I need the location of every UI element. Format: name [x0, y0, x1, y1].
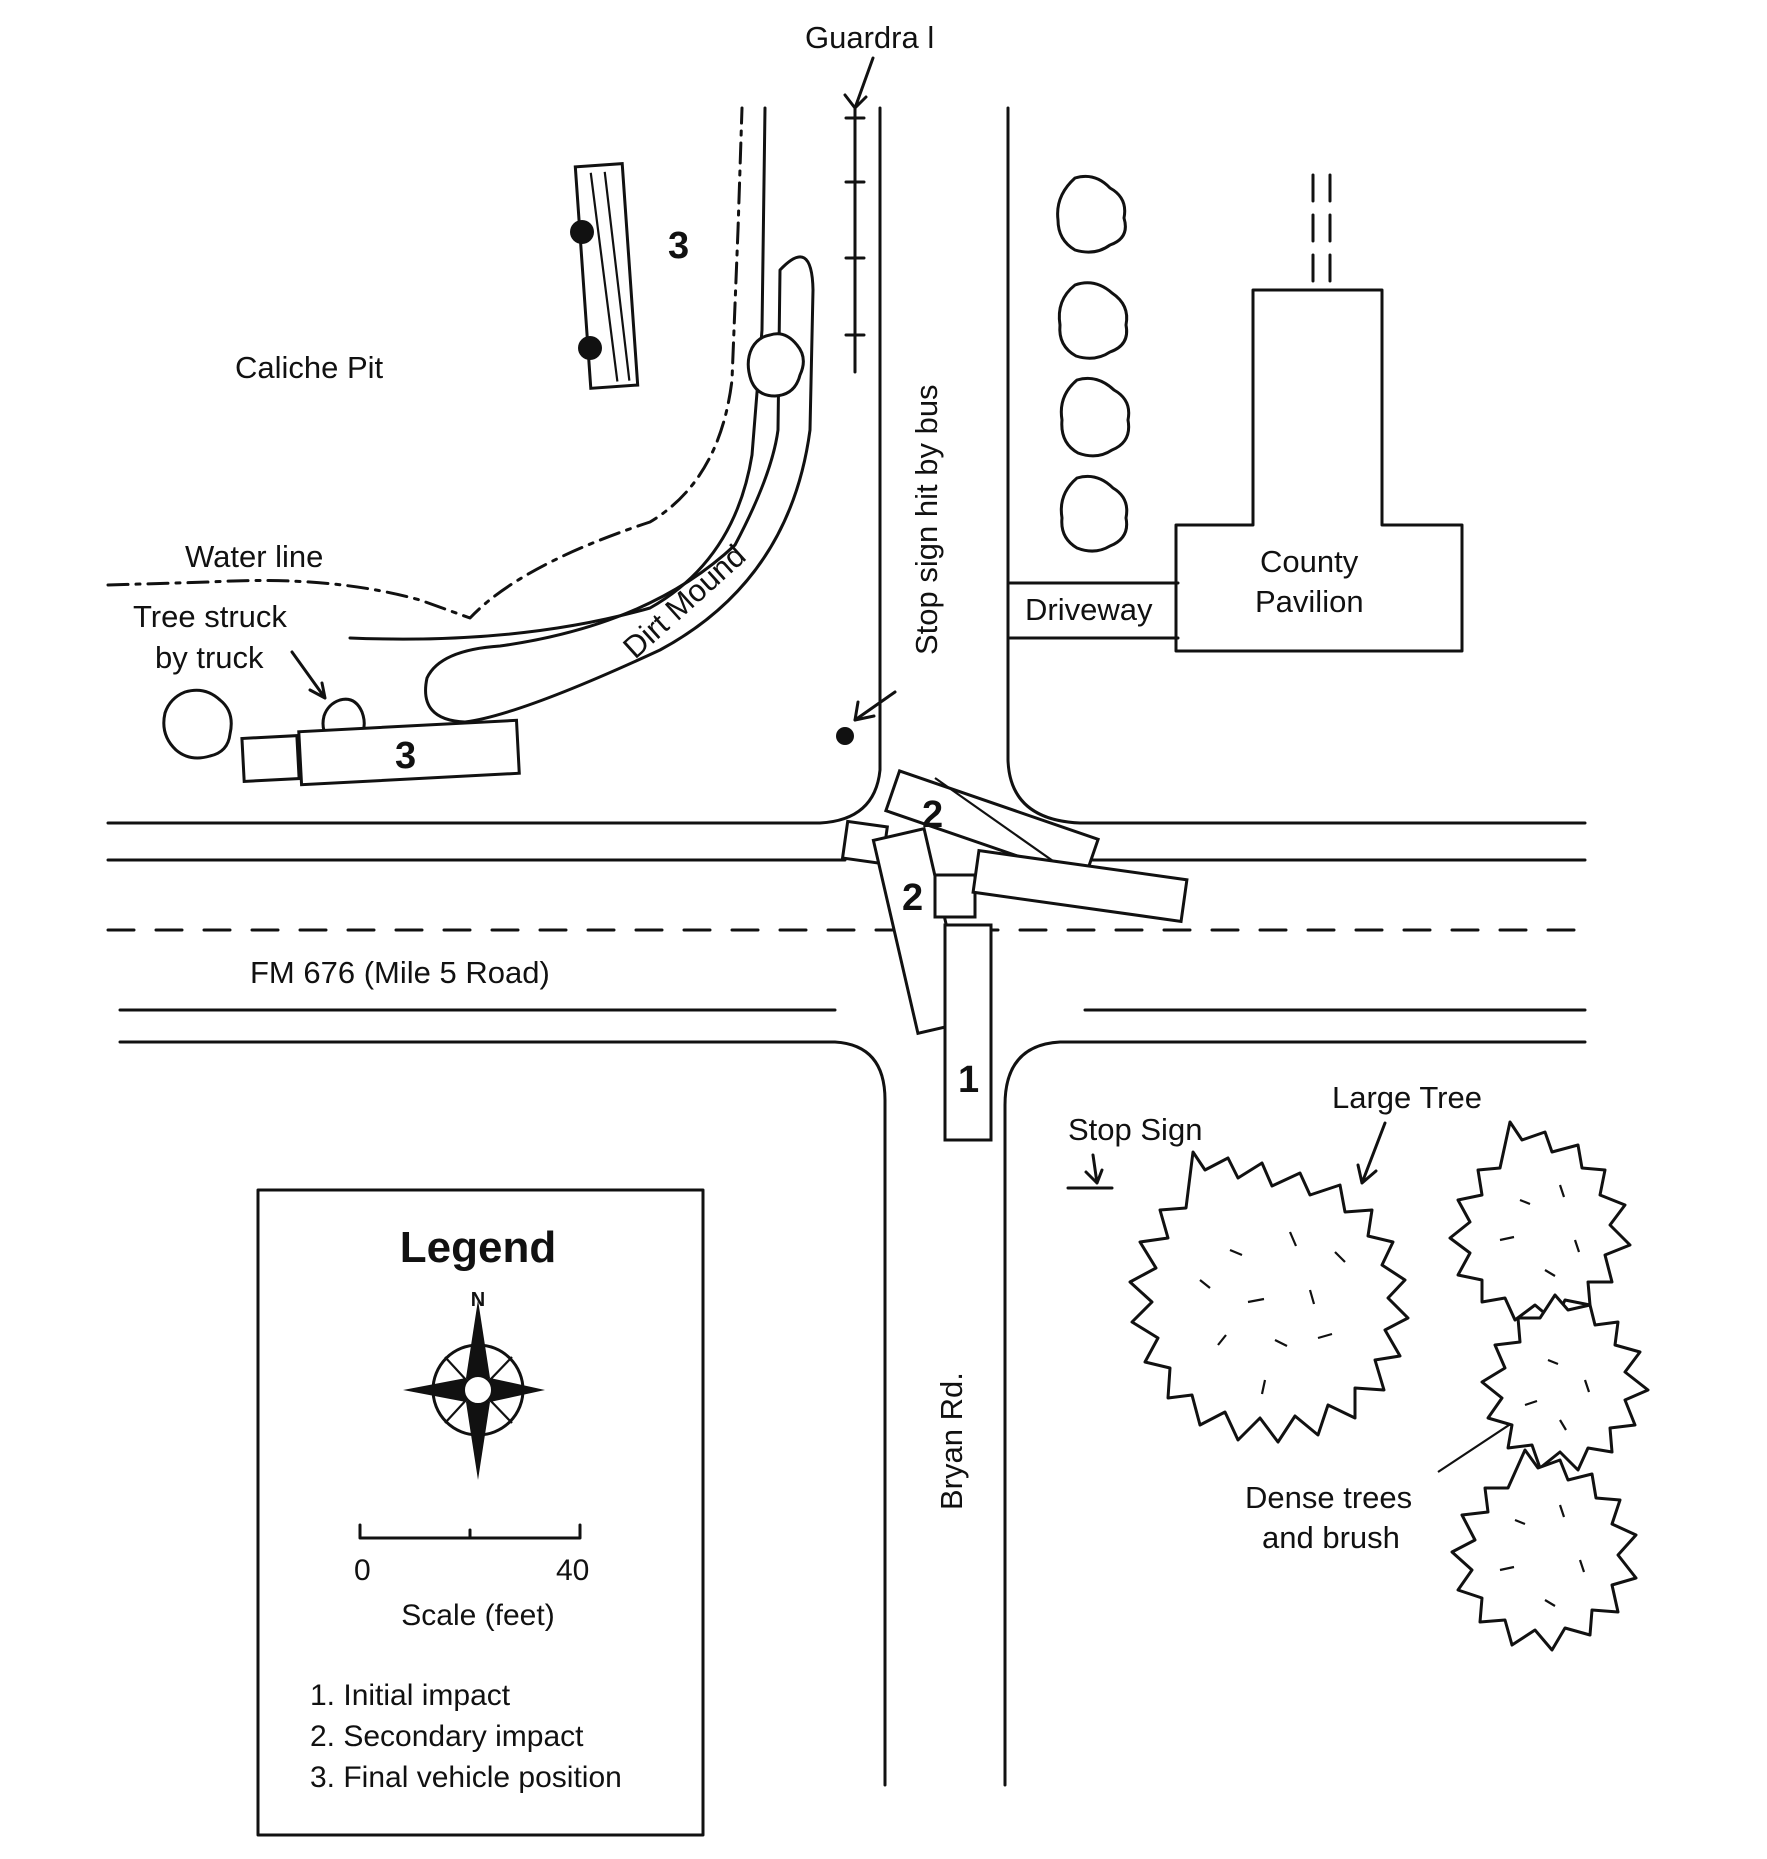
scale-max-label: 40: [556, 1554, 589, 1587]
county-pavilion: [1174, 173, 1464, 653]
legend-item-initial: 1. Initial impact: [310, 1679, 511, 1712]
water-line: [106, 106, 744, 620]
legend-title: Legend: [400, 1223, 556, 1272]
compass-rose-icon: [403, 1300, 545, 1480]
scale-bar: [358, 1523, 582, 1540]
water-line-label: Water line: [185, 539, 323, 574]
marker-bus-secondary: 2: [902, 877, 923, 919]
pit-edge: [348, 106, 767, 641]
large-tree-label: Large Tree: [1332, 1080, 1482, 1115]
large-tree-icon: [1128, 1150, 1410, 1444]
tree-struck-label-2: by truck: [155, 640, 264, 675]
bus-initial-position: [943, 923, 993, 1142]
tree-row-icon: [1056, 174, 1131, 553]
dense-trees-label-2: and brush: [1262, 1520, 1400, 1555]
fm-676-label: FM 676 (Mile 5 Road): [250, 955, 550, 990]
dense-trees-icon: [1448, 1120, 1650, 1652]
legend-box: Legend N 0 40 Scale (feet) 1. Initial im…: [256, 1188, 705, 1837]
bus-final-position: [570, 161, 640, 390]
large-tree-arrow: [1356, 1121, 1387, 1185]
caliche-pit-label: Caliche Pit: [235, 350, 384, 385]
guardrail-arrow: [843, 56, 875, 110]
guardrail: [844, 106, 866, 374]
dirt-mound: [424, 255, 815, 724]
tree-struck-label-1: Tree struck: [133, 599, 287, 634]
dense-trees-label-1: Dense trees: [1245, 1480, 1412, 1515]
stop-sign-label: Stop Sign: [1068, 1112, 1202, 1147]
legend-item-final: 3. Final vehicle position: [310, 1761, 622, 1794]
scale-label: Scale (feet): [401, 1599, 554, 1632]
marker-truck-final: 3: [395, 735, 416, 777]
driveway-label: Driveway: [1025, 592, 1153, 627]
stop-sign-hit-arrowhead: [853, 700, 876, 722]
truck-final-position: [240, 718, 521, 787]
county-pavilion-label-1: County: [1260, 544, 1359, 579]
scale-min-label: 0: [354, 1554, 371, 1587]
guardrail-label: Guardra l: [805, 20, 934, 55]
marker-initial: 1: [958, 1059, 979, 1101]
stop-sign-hit-marker: [836, 727, 854, 745]
north-label: N: [471, 1289, 485, 1311]
tree-struck-arrow: [290, 650, 327, 700]
stop-sign-hit-label: Stop sign hit by bus: [909, 384, 944, 655]
fm-676-road: [106, 106, 1587, 1787]
mound-tree-icon: [746, 332, 805, 398]
stop-sign-hit-arrow: [853, 690, 897, 722]
legend-item-secondary: 2. Secondary impact: [310, 1720, 584, 1753]
bryan-rd-label: Bryan Rd.: [934, 1372, 969, 1510]
dirt-mound-label: Dirt Mound: [616, 538, 752, 665]
marker-bus-final: 3: [668, 225, 689, 267]
county-pavilion-label-2: Pavilion: [1255, 584, 1364, 619]
stop-sign-icon: [1066, 1153, 1114, 1190]
marker-truck-secondary: 2: [922, 794, 943, 836]
pit-tree-icon: [162, 688, 233, 760]
